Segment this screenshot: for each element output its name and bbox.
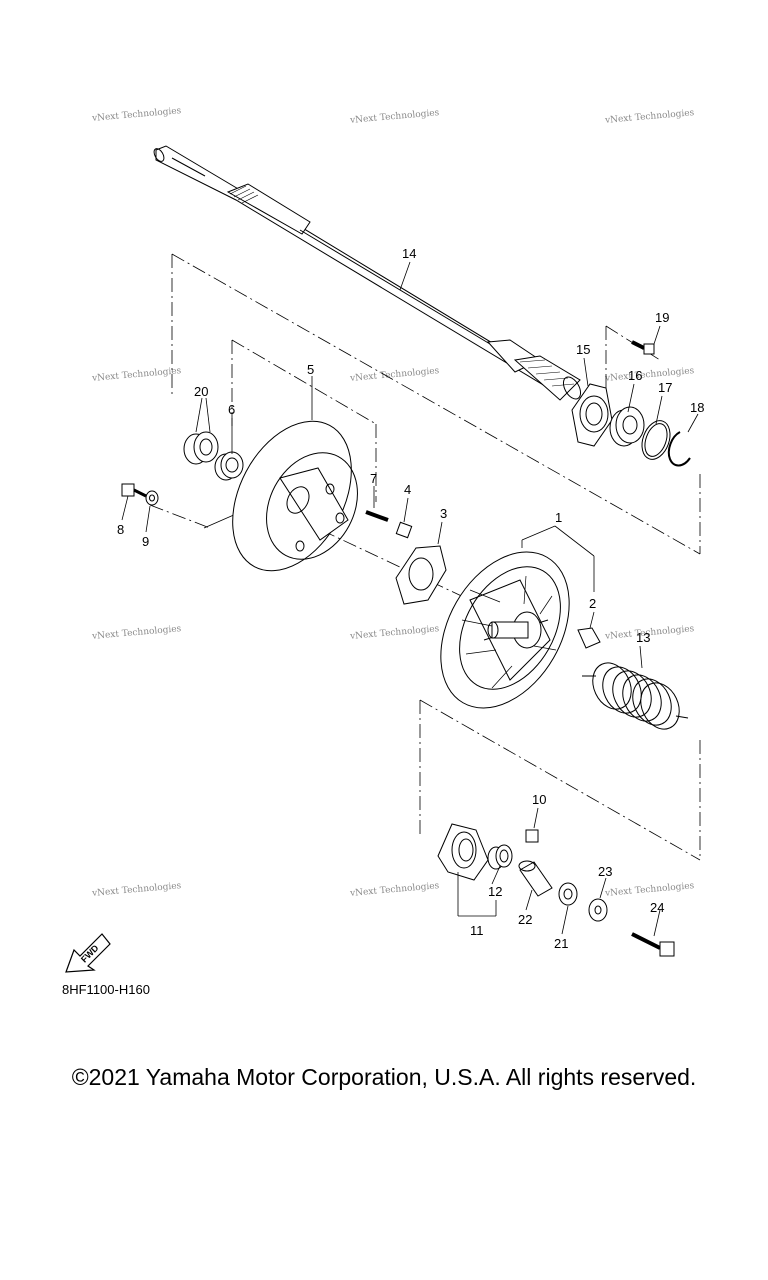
callout-12: 12 xyxy=(488,884,502,899)
stud-part xyxy=(365,510,389,522)
callout-20: 20 xyxy=(194,384,208,399)
callout-1: 1 xyxy=(555,510,562,525)
bolt-part xyxy=(121,483,147,498)
bearing-part xyxy=(214,451,244,481)
callout-5: 5 xyxy=(307,362,314,377)
forward-arrow-icon: FWD xyxy=(65,933,111,973)
callout-10: 10 xyxy=(532,792,546,807)
callout-7: 7 xyxy=(370,471,377,486)
callout-3: 3 xyxy=(440,506,447,521)
gasket-part xyxy=(395,545,447,605)
callout-19: 19 xyxy=(655,310,669,325)
callout-2: 2 xyxy=(589,596,596,611)
collar-holder-part xyxy=(437,823,489,881)
nut-part xyxy=(395,521,413,539)
washer-part xyxy=(145,490,159,506)
moveable-sheave-part xyxy=(440,551,570,709)
callout-22: 22 xyxy=(518,912,532,927)
callout-18: 18 xyxy=(690,400,704,415)
slider-part xyxy=(577,627,601,649)
callout-8: 8 xyxy=(117,522,124,537)
thrust-washer-part xyxy=(558,882,578,906)
callout-16: 16 xyxy=(628,368,642,383)
plate-washer-part xyxy=(588,898,608,922)
callout-13: 13 xyxy=(636,630,650,645)
shaft-bearing-part xyxy=(609,406,645,447)
callout-6: 6 xyxy=(228,402,235,417)
callout-9: 9 xyxy=(142,534,149,549)
callout-21: 21 xyxy=(554,936,568,951)
shaft-part xyxy=(153,145,582,401)
holder-bolt-part xyxy=(631,340,655,355)
bushing-part xyxy=(183,431,219,465)
retaining-ring-part xyxy=(667,431,691,467)
lock-nut-part xyxy=(525,829,539,843)
callout-4: 4 xyxy=(404,482,411,497)
collar-part xyxy=(518,860,553,897)
callout-24: 24 xyxy=(650,900,664,915)
callout-17: 17 xyxy=(658,380,672,395)
collar-bushing-part xyxy=(487,844,513,870)
collar-bolt-part xyxy=(631,932,675,957)
callout-15: 15 xyxy=(576,342,590,357)
callout-14: 14 xyxy=(402,246,416,261)
copyright-notice: ©2021 Yamaha Motor Corporation, U.S.A. A… xyxy=(71,1064,697,1090)
diagram-code: 8HF1100-H160 xyxy=(62,982,150,997)
spring-part xyxy=(582,662,689,730)
circlip-part xyxy=(641,420,671,460)
fixed-sheave-part xyxy=(232,420,358,572)
bearing-holder-part xyxy=(571,383,613,447)
callout-23: 23 xyxy=(598,864,612,879)
callout-11: 11 xyxy=(470,923,484,938)
